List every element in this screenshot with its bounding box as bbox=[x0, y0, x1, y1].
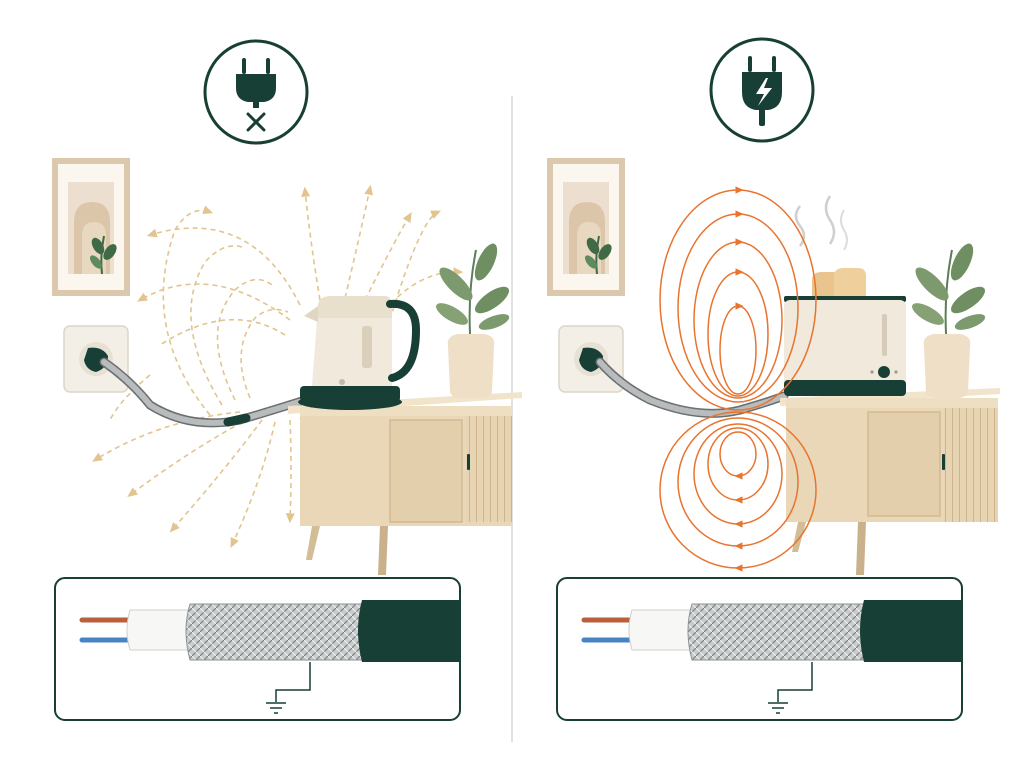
plug-off-icon bbox=[203, 39, 309, 145]
panel-right-plugged bbox=[547, 37, 1000, 721]
wall-art-frame bbox=[547, 158, 625, 296]
sideboard-cabinet bbox=[288, 392, 522, 575]
toaster-power-cable bbox=[595, 357, 789, 418]
potted-plant bbox=[912, 243, 986, 398]
contained-field-loops bbox=[659, 186, 817, 572]
wall-art-frame bbox=[52, 158, 130, 296]
toaster bbox=[784, 195, 906, 396]
ground-icon bbox=[768, 702, 788, 714]
plug-power-icon bbox=[709, 37, 815, 143]
cable-cross-section-left bbox=[54, 577, 461, 721]
panel-left-unplugged bbox=[52, 39, 522, 721]
wall-socket bbox=[558, 325, 624, 393]
ground-icon bbox=[266, 702, 286, 714]
kettle-power-cable bbox=[99, 357, 310, 428]
sideboard-cabinet bbox=[780, 388, 1000, 575]
electric-kettle bbox=[298, 296, 421, 410]
cable-cross-section-right bbox=[556, 577, 963, 721]
potted-plant bbox=[436, 243, 510, 398]
wall-socket bbox=[63, 325, 129, 393]
